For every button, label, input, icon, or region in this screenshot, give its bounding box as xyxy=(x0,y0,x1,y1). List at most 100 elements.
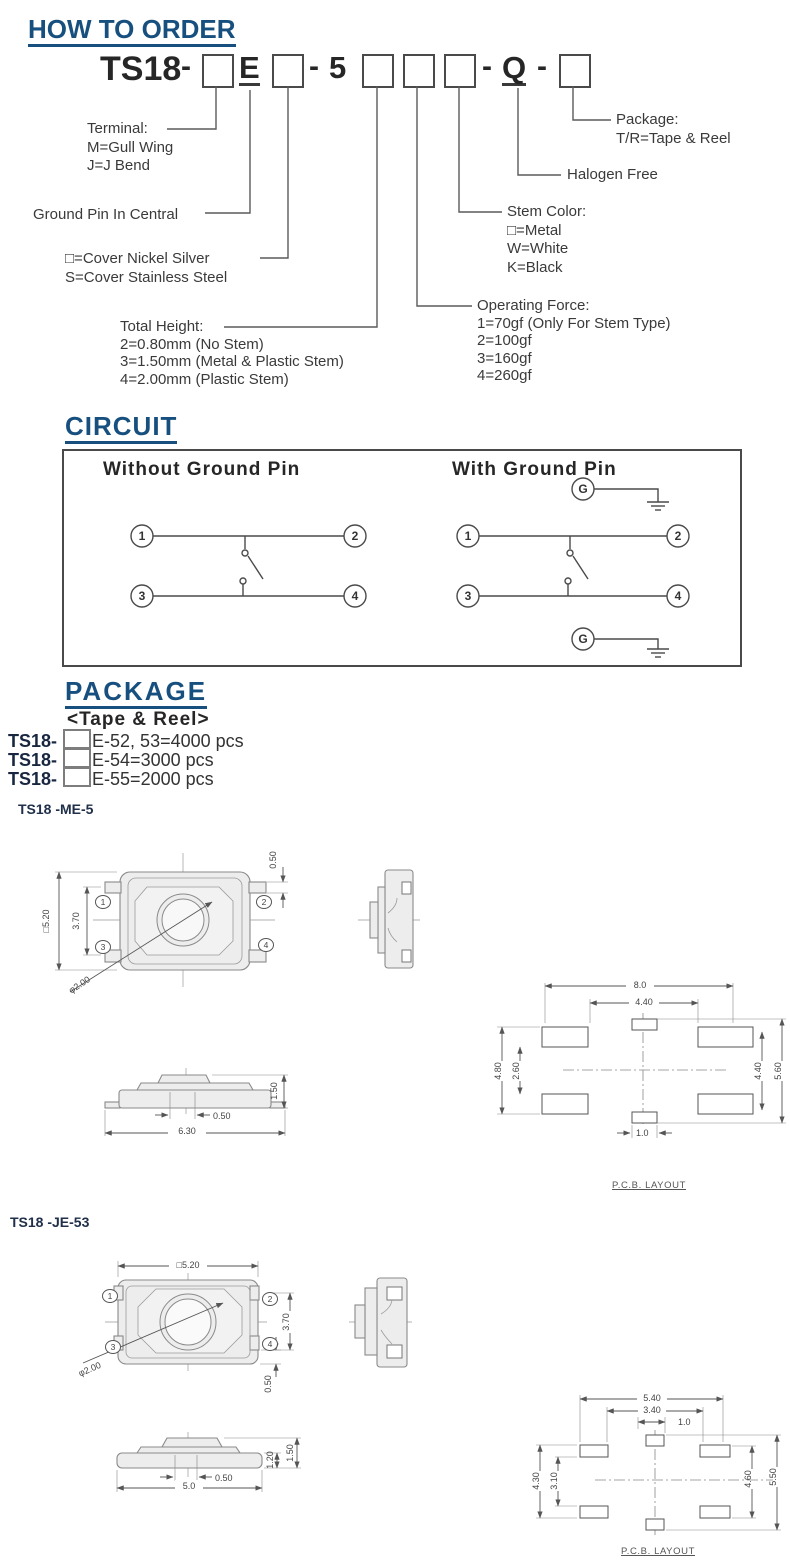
me5-dim-tab: 0.50 xyxy=(267,851,288,908)
dim-post-width: 0.50 xyxy=(215,1473,233,1483)
dim-body-height: 1.20 xyxy=(265,1451,275,1469)
package-item-2: TS18-E-54=3000 pcs xyxy=(8,748,214,771)
how-to-order-title: HOW TO ORDER xyxy=(28,15,236,48)
g-label: G xyxy=(578,482,587,496)
dim-side-length: □5.20 xyxy=(41,910,51,933)
dim-1-0: 1.0 xyxy=(678,1417,691,1427)
circuit-with-ground: 1 2 3 4 G G xyxy=(456,477,690,658)
me5-pcb-caption: P.C.B. LAYOUT xyxy=(612,1180,686,1191)
je53-dim-h2: 1.50 xyxy=(224,1437,301,1469)
switch-symbol xyxy=(239,536,264,596)
pin-1-badge: 1 xyxy=(101,897,106,907)
circuit-box xyxy=(62,449,742,667)
pin-3-label: 3 xyxy=(139,589,146,603)
pin-3-label: 3 xyxy=(465,589,472,603)
dim-total-height: 1.50 xyxy=(269,1082,279,1100)
pin-1-label: 1 xyxy=(139,529,146,543)
stem-color-block: Stem Color: □=Metal W=White K=Black xyxy=(507,203,586,277)
total-height-label: Total Height: xyxy=(120,318,204,335)
stem-color-metal: □=Metal xyxy=(507,221,562,239)
order-leader-lines xyxy=(167,86,611,328)
me5-pin-numbers: 1 2 3 4 xyxy=(95,895,274,954)
package-item-rest: E-55=2000 pcs xyxy=(92,769,214,789)
operating-force-block: Operating Force: 1=70gf (Only For Stem T… xyxy=(477,297,671,385)
package-item-prefix: TS18- xyxy=(8,750,58,770)
dim-pin-span: 3.70 xyxy=(71,912,81,930)
operating-force-4: 4=260gf xyxy=(477,367,532,384)
je53-dim-h1: 1.20 xyxy=(264,1451,301,1469)
total-height-3: 3=1.50mm (Metal & Plastic Stem) xyxy=(120,353,344,370)
je53-top-view: □5.20 3.70 0.50 φ2.00 1 2 3 4 xyxy=(77,1259,294,1393)
je53-pcb-caption: P.C.B. LAYOUT xyxy=(621,1546,695,1557)
dim-side-length: □5.20 xyxy=(177,1260,200,1270)
je53-front-view: 0.50 1.20 1.50 5.0 xyxy=(116,1432,301,1492)
pin-3-badge: 3 xyxy=(111,1342,116,1352)
dim-5-60: 5.60 xyxy=(773,1062,783,1080)
pin-2-label: 2 xyxy=(352,529,359,543)
pin-3-badge: 3 xyxy=(101,942,106,952)
me5-pcb-pads xyxy=(541,1018,754,1124)
dim-post-width: 0.50 xyxy=(213,1111,231,1121)
code-box-operating-force xyxy=(403,54,435,88)
operating-force-3: 3=160gf xyxy=(477,349,532,367)
dim-stem-diameter: φ2.00 xyxy=(77,1360,102,1378)
pin-2-label: 2 xyxy=(675,529,682,543)
dim-4-80: 4.80 xyxy=(493,1062,503,1080)
me5-dim-side: □5.20 xyxy=(41,871,117,971)
dim-stem-diameter: φ2.00 xyxy=(67,974,92,995)
dim-5-40: 5.40 xyxy=(643,1393,661,1403)
circuit-diagram: 1 2 3 4 1 2 3 4 xyxy=(130,477,690,658)
blank-box xyxy=(63,748,92,768)
code-dash-2: - xyxy=(309,50,319,83)
pin-4-badge: 4 xyxy=(268,1339,273,1349)
circuit-title: CIRCUIT xyxy=(65,412,178,445)
me5-dim-width: 6.30 xyxy=(104,1110,286,1137)
stem-color-black: K=Black xyxy=(507,258,563,276)
je53-dim-inner: 3.70 xyxy=(270,1292,294,1351)
code-fixed-5: 5 xyxy=(329,50,347,85)
dim-3-40: 3.40 xyxy=(643,1405,661,1415)
je53-pcb-dims: 5.40 3.40 1.0 4.30 3.10 4.60 xyxy=(531,1392,781,1531)
circuit-right-title: With Ground Pin xyxy=(452,459,617,480)
je53-dim-side: □5.20 xyxy=(117,1259,259,1277)
g-label: G xyxy=(578,632,587,646)
code-dash-1: - xyxy=(181,50,191,83)
dim-3-10: 3.10 xyxy=(549,1472,559,1490)
me5-dim-inner: 3.70 xyxy=(71,886,101,956)
circuit-without-ground: 1 2 3 4 xyxy=(130,524,367,608)
dim-total-height: 1.50 xyxy=(285,1444,295,1462)
me5-top-view: □5.20 3.70 0.50 φ2.00 1 2 3 4 xyxy=(41,851,288,995)
me5-part-label: TS18 -ME-5 xyxy=(18,801,94,817)
code-prefix: TS18 xyxy=(100,50,182,88)
ground-pin-top: G xyxy=(571,477,669,511)
halogen-free-label: Halogen Free xyxy=(567,166,658,183)
ground-pin-label: Ground Pin In Central xyxy=(33,206,179,223)
dim-8-0: 8.0 xyxy=(634,980,647,990)
je53-pin-numbers: 1 2 3 4 xyxy=(102,1289,278,1354)
dim-2-60: 2.60 xyxy=(511,1062,521,1080)
pin-1-label: 1 xyxy=(465,529,472,543)
dim-tab-width: 0.50 xyxy=(263,1375,273,1393)
package-item-prefix: TS18- xyxy=(8,769,58,789)
package-item-3: TS18- E-55=2000 pcs xyxy=(8,767,214,790)
terminal-label-block: Terminal: M=Gull Wing J=J Bend xyxy=(87,120,173,176)
blank-box xyxy=(63,729,92,749)
package-note-tr: T/R=Tape & Reel xyxy=(616,130,731,147)
code-dash-4: - xyxy=(537,50,547,83)
je53-pcb-layout: 5.40 3.40 1.0 4.30 3.10 4.60 xyxy=(531,1392,781,1535)
stem-color-white: W=White xyxy=(507,240,569,257)
je53-side-view xyxy=(349,1277,412,1368)
pin-4-badge: 4 xyxy=(264,940,269,950)
pin-2-badge: 2 xyxy=(268,1294,273,1304)
je53-part-label: TS18 -JE-53 xyxy=(10,1214,90,1230)
me5-front-view: 0.50 1.50 6.30 xyxy=(104,1068,288,1137)
me5-pcb-layout: 8.0 4.40 4.80 2.60 4.40 5.60 xyxy=(493,979,786,1138)
package-title: PACKAGE xyxy=(65,677,208,710)
code-fixed-e: E xyxy=(239,50,260,86)
cover-option-nickel: □=Cover Nickel Silver xyxy=(65,250,210,267)
code-fixed-q: Q xyxy=(502,50,527,86)
me5-dim-post: 0.50 xyxy=(155,1108,231,1121)
dim-pin-span: 3.70 xyxy=(281,1313,291,1331)
me5-pcb-dims: 8.0 4.40 4.80 2.60 4.40 5.60 xyxy=(493,979,786,1138)
